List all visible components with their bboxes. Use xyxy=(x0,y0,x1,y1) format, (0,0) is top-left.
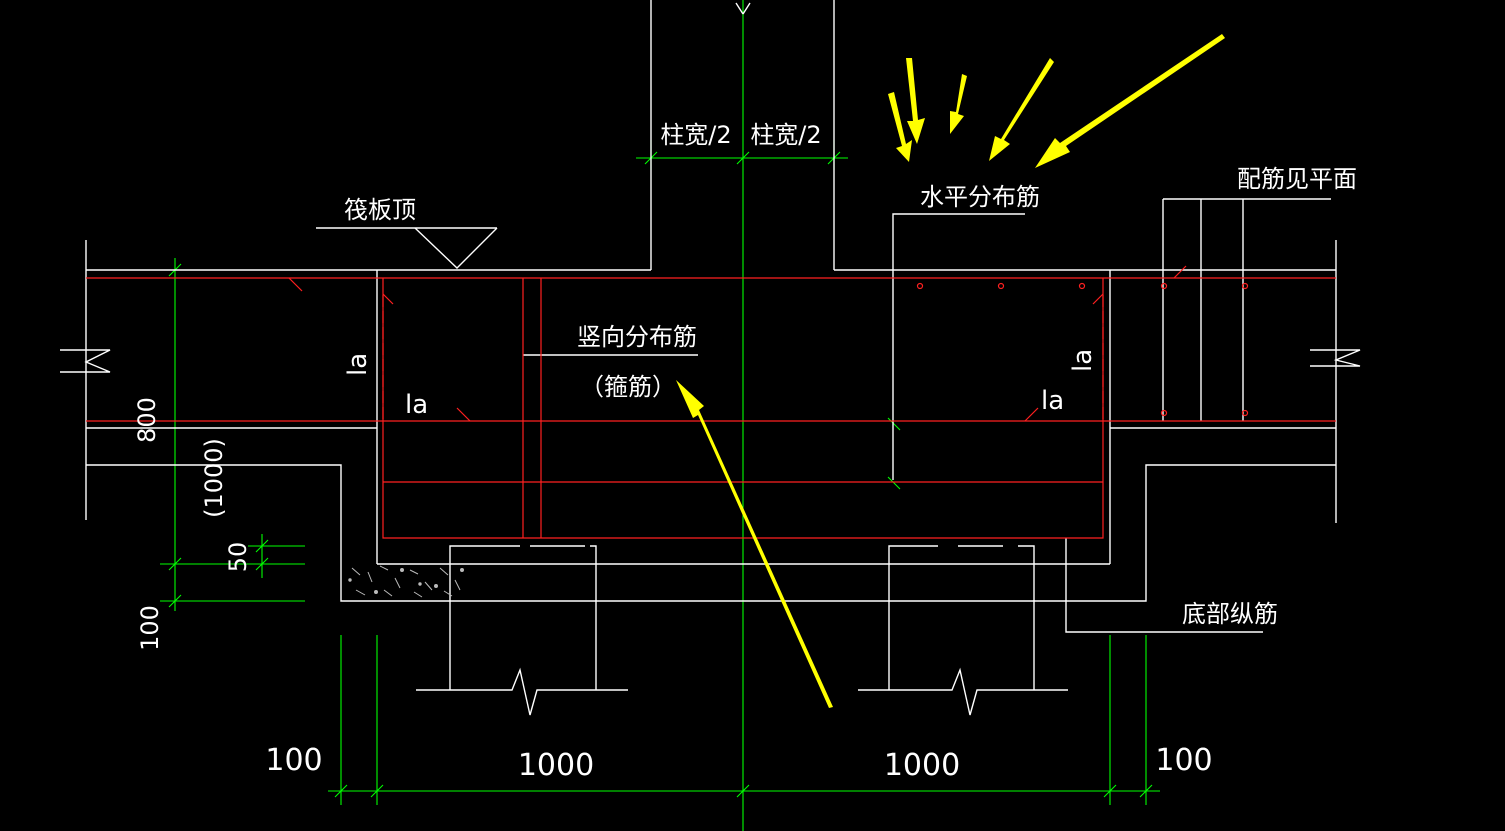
vertical-rebar-label: 竖向分布筋 xyxy=(577,323,697,351)
drawing-labels: 筏板顶 柱宽/2 柱宽/2 水平分布筋 配筋见平面 竖向分布筋 （箍筋） 底部纵… xyxy=(133,121,1357,783)
arrow-icon xyxy=(1035,34,1225,168)
la-left-vertical-label: la xyxy=(343,353,373,376)
dim-cushion-50: 50 xyxy=(224,542,252,573)
arrow-icon xyxy=(906,58,925,144)
la-right-vertical-label: la xyxy=(1068,349,1098,372)
cushion-hatch xyxy=(348,565,464,598)
dim-bottom-right-100: 100 xyxy=(1155,743,1212,778)
arrow-icon xyxy=(676,380,833,708)
stirrup-label: （箍筋） xyxy=(580,373,676,401)
arrow-icon xyxy=(989,58,1054,161)
dim-slab-thickness: 800 xyxy=(133,397,161,443)
column-half-left-label: 柱宽/2 xyxy=(660,121,731,149)
la-right-label: la xyxy=(1041,386,1064,416)
column-half-right-label: 柱宽/2 xyxy=(750,121,821,149)
bottom-longitudinal-label: 底部纵筋 xyxy=(1182,600,1278,628)
dim-beam-depth: (1000) xyxy=(200,438,228,518)
horizontal-rebar-label: 水平分布筋 xyxy=(920,183,1040,211)
dim-bottom-left-100: 100 xyxy=(265,743,322,778)
structure-outline xyxy=(60,0,1361,716)
dim-cushion-100: 100 xyxy=(136,605,164,651)
raft-top-label: 筏板顶 xyxy=(344,196,416,224)
la-left-label: la xyxy=(405,390,428,420)
annotation-arrows xyxy=(676,34,1225,708)
rebar-see-plan-label: 配筋见平面 xyxy=(1237,165,1357,193)
rebar-lines xyxy=(86,265,1336,539)
arrow-icon xyxy=(888,92,912,162)
arrow-icon xyxy=(950,74,967,134)
dim-bottom-right-1000: 1000 xyxy=(884,748,960,783)
dim-bottom-left-1000: 1000 xyxy=(518,748,594,783)
